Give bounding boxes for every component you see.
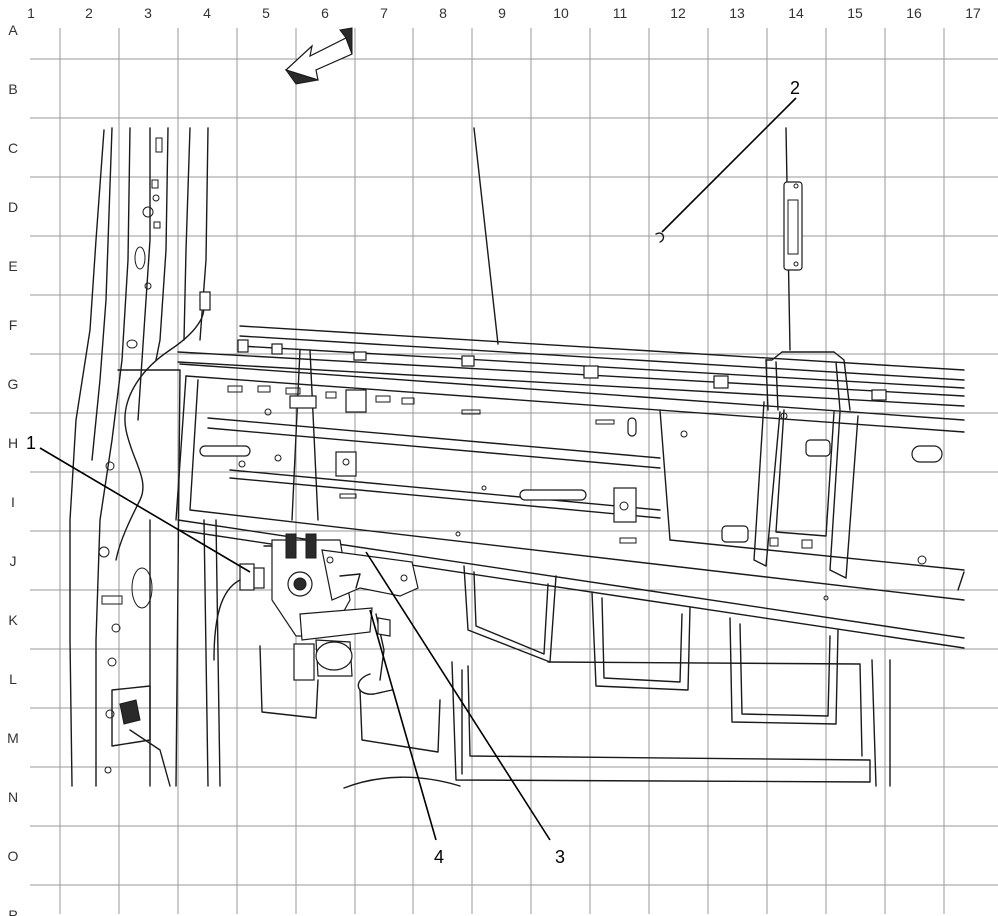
grid-column-label: 12 [670,5,686,21]
grid-column-label: 8 [439,5,447,21]
grid-row-labels: A B C D E F G H I J K L M N O P [7,22,19,916]
wiring-bracket-module [655,127,803,351]
reference-grid [30,28,998,914]
leader-4 [369,609,437,841]
grid-column-label: 16 [906,5,922,21]
grid-row-label: M [7,730,19,746]
window-actuator-assembly [213,349,419,695]
glass-edge-line [473,127,499,345]
callout-3: 3 [555,847,565,867]
callout-2: 2 [790,78,800,98]
roof-rail [177,325,965,407]
grid-column-label: 17 [965,5,981,21]
grid-column-label: 9 [498,5,506,21]
grid-row-label: I [11,494,15,510]
grid-row-label: G [8,376,19,392]
grid-column-label: 13 [729,5,745,21]
direction-arrow-icon [284,27,353,85]
callout-4: 4 [434,847,444,867]
grid-column-label: 15 [847,5,863,21]
grid-row-label: N [8,789,18,805]
callout-labels: 1 2 3 4 [26,78,800,867]
grid-column-label: 7 [380,5,388,21]
grid-row-label: E [8,258,17,274]
rear-window-bracket [721,351,859,579]
grid-row-label: F [9,317,18,333]
callout-1: 1 [26,433,36,453]
lower-panel-pockets [203,519,891,789]
grid-column-label: 6 [321,5,329,21]
leader-1 [39,447,251,573]
grid-row-label: H [8,435,18,451]
callout-leaders [39,97,797,841]
headboard-panel [175,363,965,649]
grid-row-label: L [9,671,17,687]
grid-column-label: 3 [144,5,152,21]
left-body-pillar [69,127,211,787]
grid-row-label: P [8,907,17,916]
grid-row-label: O [8,848,19,864]
grid-row-label: B [8,81,17,97]
grid-row-label: A [8,22,18,38]
grid-column-label: 14 [788,5,804,21]
grid-column-label: 1 [27,5,35,21]
leader-3 [365,551,551,841]
grid-row-label: D [8,199,18,215]
assembly-illustration [69,27,965,789]
grid-column-label: 2 [85,5,93,21]
grid-row-label: K [8,612,18,628]
grid-row-label: C [8,140,18,156]
grid-column-label: 4 [203,5,211,21]
grid-row-label: J [10,553,17,569]
grid-column-label: 10 [553,5,569,21]
grid-column-label: 5 [262,5,270,21]
grid-column-label: 11 [613,5,628,21]
leader-2 [661,97,797,233]
